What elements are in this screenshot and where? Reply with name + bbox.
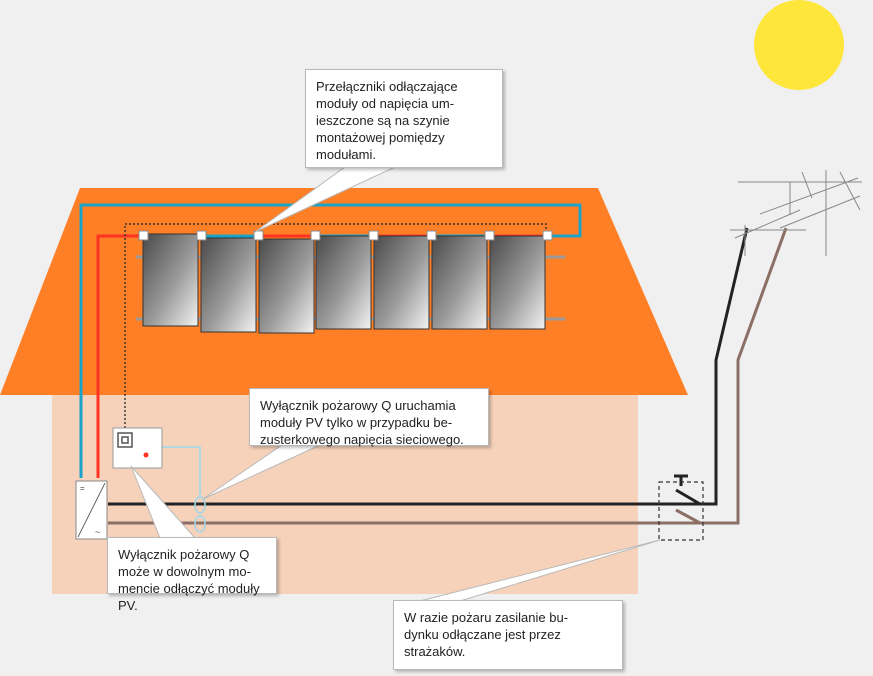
disconnector-clip — [484, 230, 495, 241]
sun-icon — [754, 0, 844, 90]
disconnector-clip — [253, 230, 264, 241]
pv-module — [142, 233, 199, 327]
inverter-icon: = ~ — [75, 480, 108, 540]
disconnector-control-line — [124, 223, 547, 428]
svg-text:~: ~ — [95, 527, 100, 537]
callout-fire-switch-q: Wyłącznik pożarowy Q uruchamia moduły PV… — [249, 388, 489, 447]
callout-manual-disconnect: Wyłącznik pożarowy Q może w dowolnym mo-… — [107, 537, 277, 613]
disconnector-clip — [310, 230, 321, 241]
pv-module — [258, 238, 315, 334]
pole-icon — [730, 170, 862, 256]
pv-module — [200, 237, 257, 333]
pv-module — [373, 235, 430, 330]
disconnector-clip — [138, 230, 149, 241]
pv-module — [431, 235, 488, 330]
current-sensor — [194, 515, 206, 533]
disconnector-clip — [542, 230, 553, 241]
dc-positive-cable — [96, 234, 142, 478]
callout-module-disconnectors: Przełączniki odłączające moduły od napię… — [305, 69, 503, 168]
switch-icon — [658, 474, 704, 541]
callout-firefighters: W razie pożaru zasilanie bu- dynku odłąc… — [393, 600, 623, 670]
pv-module — [315, 235, 372, 330]
ac-neutral-line — [108, 227, 788, 525]
dc-negative-cable — [79, 203, 582, 478]
sensor-signal-line — [162, 446, 201, 497]
module-disconnectors — [138, 230, 553, 241]
fire-switch-icon — [112, 427, 163, 469]
svg-text:=: = — [80, 484, 85, 493]
pv-modules — [142, 233, 546, 334]
ac-phase-line — [108, 227, 749, 506]
disconnector-clip — [196, 230, 207, 241]
pv-module — [489, 235, 546, 330]
disconnector-clip — [368, 230, 379, 241]
disconnector-clip — [426, 230, 437, 241]
